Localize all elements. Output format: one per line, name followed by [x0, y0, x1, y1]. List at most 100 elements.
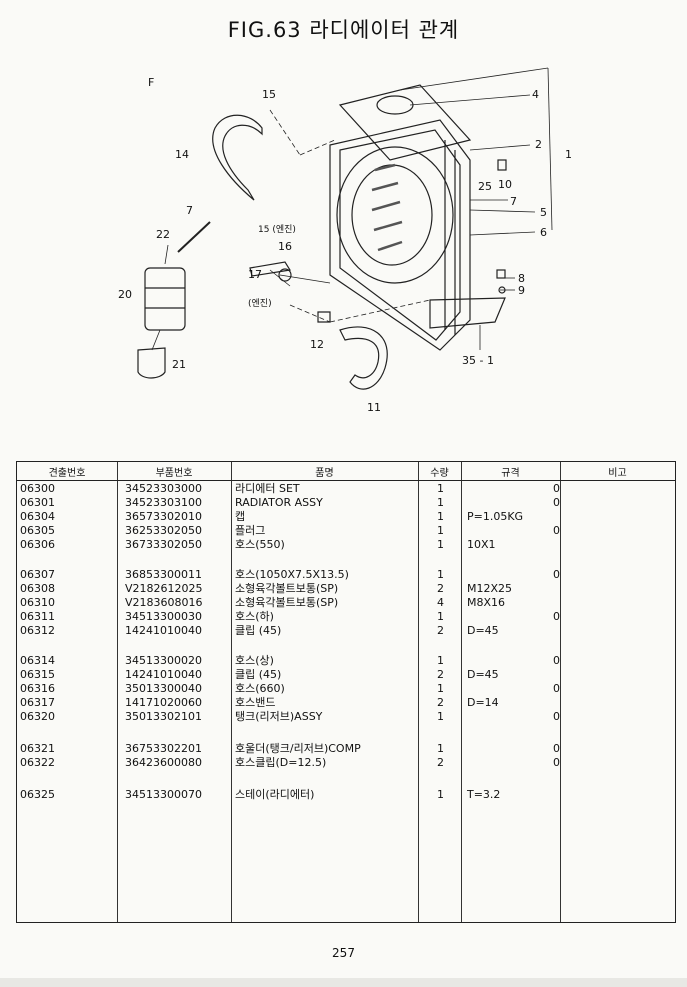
part-number: V2182612025 — [125, 582, 203, 595]
part-flag: 0 — [553, 682, 560, 695]
callout-10: 10 — [498, 178, 512, 191]
part-spec: M8X16 — [467, 596, 506, 609]
part-name: 라디에터 SET — [235, 482, 300, 495]
part-name: 소형육각볼트보통(SP) — [235, 596, 339, 609]
radiator-top-tank — [338, 84, 472, 161]
callout-7-right: 7 — [510, 195, 517, 208]
part-qty: 1 — [437, 568, 444, 581]
upper-hose — [212, 114, 263, 201]
part-number: 34513300020 — [125, 654, 202, 667]
callout-35-1: 35 - 1 — [462, 354, 494, 367]
part-number-ref: 06301 — [20, 496, 55, 509]
callout-22: 22 — [156, 228, 170, 241]
callout-8: 8 — [518, 272, 525, 285]
radiator-cap-shape — [376, 95, 414, 115]
part-name: 호스(상) — [235, 654, 274, 667]
part-number-ref: 06320 — [20, 710, 55, 723]
part-name: 클립 (45) — [235, 668, 282, 681]
part-number-ref: 06310 — [20, 596, 55, 609]
callout-f: F — [148, 76, 154, 89]
callout-11: 11 — [367, 401, 381, 414]
callout-12: 12 — [310, 338, 324, 351]
callout-engine: (엔진) — [248, 298, 272, 309]
part-name: 플러그 — [235, 524, 266, 537]
part-number-ref: 06321 — [20, 742, 55, 755]
part-qty: 1 — [437, 538, 444, 551]
part-number: 34523303100 — [125, 496, 202, 509]
part-number-ref: 06314 — [20, 654, 55, 667]
page-number: 257 — [332, 946, 355, 960]
part-number-ref: 06300 — [20, 482, 55, 495]
part-number: 35013302101 — [125, 710, 202, 723]
part-number: 36573302010 — [125, 510, 202, 523]
part-flag: 0 — [553, 710, 560, 723]
part-spec: 10X1 — [467, 538, 496, 551]
part-name: 클립 (45) — [235, 624, 282, 637]
callout-14: 14 — [175, 148, 189, 161]
exploded-diagram: F 1 2 4 5 6 7 7 8 9 10 11 12 14 15 15 (엔… — [0, 50, 687, 450]
part-number-ref: 06308 — [20, 582, 55, 595]
table-row: 06307 36853300011 호스(1050X7.5X13.5) 1 0 — [17, 568, 675, 582]
table-row: 06320 35013302101 탱크(리저브)ASSY 1 0 — [17, 710, 675, 724]
callout-9: 9 — [518, 284, 525, 297]
part-number: 36423600080 — [125, 756, 202, 769]
part-qty: 1 — [437, 710, 444, 723]
part-name: 호스(660) — [235, 682, 285, 695]
part-qty: 2 — [437, 696, 444, 709]
part-number: 14171020060 — [125, 696, 202, 709]
part-qty: 1 — [437, 788, 444, 801]
part-flag: 0 — [553, 524, 560, 537]
radiator-frame — [329, 119, 471, 351]
header-name: 품명 — [315, 468, 334, 479]
header-qty: 수량 — [430, 468, 449, 479]
header-spec: 규격 — [501, 468, 520, 479]
part-qty: 1 — [437, 654, 444, 667]
radiator-stay — [429, 297, 506, 329]
part-name: 호스(550) — [235, 538, 285, 551]
part-number-ref: 06317 — [20, 696, 55, 709]
callout-17: 17 — [248, 268, 262, 281]
part-number-ref: 06307 — [20, 568, 55, 581]
callout-15-engine: 15 (엔진) — [258, 224, 296, 235]
part-spec: M12X25 — [467, 582, 513, 595]
part-qty: 2 — [437, 582, 444, 595]
callout-16: 16 — [278, 240, 292, 253]
part-qty: 2 — [437, 668, 444, 681]
part-flag: 0 — [553, 756, 560, 769]
part-number-ref: 06322 — [20, 756, 55, 769]
part-name: 호스(하) — [235, 610, 274, 623]
part-qty: 1 — [437, 510, 444, 523]
part-qty: 1 — [437, 482, 444, 495]
callout-6: 6 — [540, 226, 547, 239]
part-name: 캡 — [235, 510, 246, 523]
part-qty: 2 — [437, 624, 444, 637]
part-number-ref: 06311 — [20, 610, 55, 623]
part-qty: 1 — [437, 610, 444, 623]
part-number-ref: 06312 — [20, 624, 55, 637]
header-part-no: 부품번호 — [155, 468, 193, 479]
part-name: 탱크(리저브)ASSY — [235, 710, 323, 723]
callout-20: 20 — [118, 288, 132, 301]
callout-21: 21 — [172, 358, 186, 371]
part-name: 스테이(라디에터) — [235, 788, 315, 801]
part-name: 호스(1050X7.5X13.5) — [235, 568, 349, 581]
part-qty: 1 — [437, 524, 444, 537]
part-number: 36853300011 — [125, 568, 202, 581]
part-spec: D=14 — [467, 696, 499, 709]
callout-7-left: 7 — [186, 204, 193, 217]
fan-shroud — [336, 146, 454, 284]
part-name: RADIATOR ASSY — [235, 496, 323, 509]
part-number: 34513300070 — [125, 788, 202, 801]
part-flag: 0 — [553, 568, 560, 581]
part-number: 35013300040 — [125, 682, 202, 695]
